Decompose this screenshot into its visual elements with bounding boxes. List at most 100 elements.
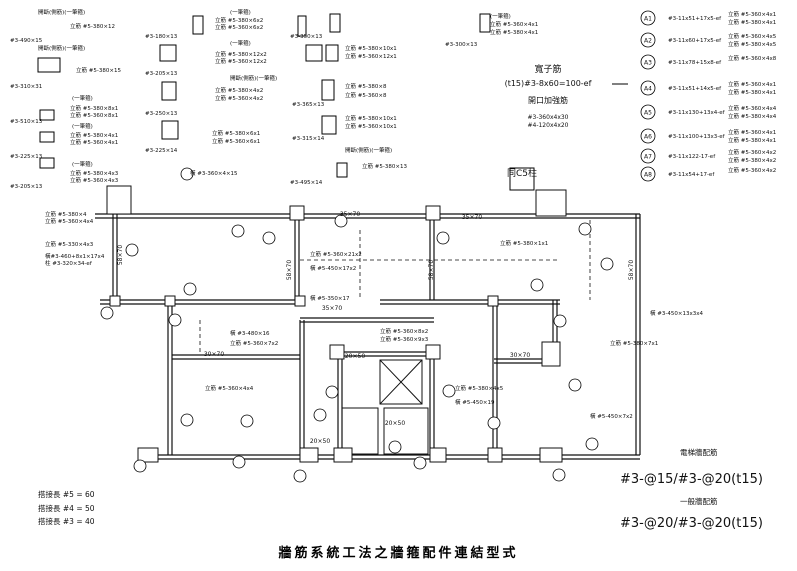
detail-bar: 立筋 #5-380×13 [362,162,407,170]
wall-block-title: 寬子筋 [534,63,561,75]
legend-bar-spec: 立筋 #5-360×4x1 [728,128,776,136]
dim-label: 58×70 [428,260,435,280]
legend-bar-spec: 立筋 #5-380×4x4 [728,112,777,120]
dim-label: 30×70 [510,352,530,359]
legend-bar-spec: 立筋 #5-360×4x2 [728,148,776,156]
detail-spec: #3-225×14 [145,148,178,154]
legend-tag: A8 [644,172,652,179]
detail-bar: 立筋 #5-360×4x2 [215,94,263,102]
detail-bar: 立筋 #5-360×8x1 [70,111,118,119]
plan-note: 立筋 #5-330×4x3 [45,240,94,248]
dim-label: 30×70 [204,351,224,358]
detail-bar: 立筋 #5-360×12x1 [345,52,397,60]
detail-bar: 立筋 #5-380×6x2 [215,16,263,24]
legend-tag: A4 [644,86,652,93]
detail-bar: 立筋 #5-380×8x1 [70,104,118,112]
legend-bar-spec: 立筋 #5-380×4x1 [728,88,776,96]
detail-bar: 立筋 #5-380×12x2 [215,50,267,58]
detail-bar: 立筋 #5-360×4x3 [70,176,119,184]
plan-note: 立筋 #5-380×4 [45,210,87,218]
plan-note: 橫 #3-480×16 [230,329,270,337]
wall-block-l2: #4-120x4x20 [527,122,568,129]
detail-notes: 開斷(側筋)(一筆箍) #3-490×15 立筋 #5-380×12 開斷(側筋… [10,8,538,190]
plan-note: 橫 #3-360×4×15 [190,169,238,177]
dim-label: 35×70 [462,214,482,221]
lap-length-5: 搭接長 #5 = 60 [38,489,95,499]
dim-label: 20×50 [385,420,405,427]
legend-tag-circle [640,166,656,182]
detail-sketches [37,13,491,178]
detail-bar: 立筋 #5-380×12 [70,22,115,30]
detail-spec: #3-250×13 [145,111,178,117]
detail-bar: 立筋 #5-360×6x2 [215,23,263,31]
legend-tag-circle [640,32,656,48]
legend-tag-circle [640,80,656,96]
plan-note: 橫 #5-350×17 [310,294,350,302]
plan-note: 橫 #5-450×7x2 [590,412,633,420]
dim-label: 58×70 [117,245,124,265]
structural-drawing: 寬子筋 (t15)#3-8x60=100-ef 開口加強筋 #3-360x4x3… [10,8,777,531]
legend-bar-spec: 立筋 #5-380×4x1 [728,18,776,26]
legend-tag: A2 [644,38,652,45]
legend-stirrup-spec: #3-11x130+13x4-ef [668,110,726,116]
legend-bar-spec: 立筋 #5-380×4x2 [728,156,776,164]
detail-title: (一筆箍) [230,8,251,16]
legend-stirrup-spec: #3-11x122-17-ef [668,154,716,160]
detail-spec: #3-205×13 [145,71,178,77]
plan-note: 橫 #5-450×17x2 [310,264,356,272]
wall-opening-note: 寬子筋 (t15)#3-8x60=100-ef 開口加強筋 #3-360x4x3… [505,63,628,191]
detail-title: 開斷(側筋)(一筆箍) [38,8,85,16]
legend-bar-spec: 立筋 #5-360×4x1 [728,80,776,88]
legend-tag: A5 [644,110,652,117]
legend-stirrup-spec: #3-11x60+17x5-ef [668,38,722,44]
detail-spec: #3-225×13 [10,154,43,160]
detail-bar: 立筋 #5-380×6x1 [212,129,260,137]
detail-title: (一筆箍) [490,12,511,20]
plan-note: 立筋 #5-360×4x4 [205,384,254,392]
detail-title: (一筆箍) [72,122,93,130]
detail-bar: 立筋 #5-360×8 [345,91,387,99]
plan-rebar-notes: 立筋 #5-380×4 立筋 #5-360×4x4 立筋 #5-330×4x3 … [45,169,703,420]
detail-spec: #3-490×15 [10,38,43,44]
plan-note: 立筋 #5-360×9x3 [380,335,429,343]
legend-tag-circle [640,148,656,164]
dim-label: 58×70 [286,260,293,280]
dim-label: 20×50 [345,353,365,360]
detail-bar: 立筋 #5-360×4x1 [70,138,118,146]
detail-title: (一筆箍) [230,39,251,47]
dim-label: 35×70 [322,305,342,312]
wall-block-spec: (t15)#3-8x60=100-ef [505,79,592,88]
general-wall-spec: #3-@20/#3-@20(t15) [620,516,763,531]
detail-bar: 立筋 #5-380×4x1 [70,131,118,139]
legend-tag-circle [640,10,656,26]
plan-note: 立筋 #5-360×21x2 [310,250,362,258]
detail-bar: 立筋 #5-360×10x1 [345,122,397,130]
lap-length-4: 搭接長 #4 = 50 [38,503,95,513]
plan-note: 柱 #3-320×34-ef [45,259,93,267]
detail-bar: 立筋 #5-380×8 [345,82,387,90]
dim-label: 35×70 [340,211,360,218]
detail-spec: #3-300×13 [445,42,478,48]
lap-length-3: 搭接長 #3 = 40 [38,516,95,526]
dim-label: 20×50 [310,438,330,445]
legend-tag: A3 [644,60,652,67]
detail-bar: 立筋 #5-380×10x1 [345,44,397,52]
detail-spec: #3-205×13 [10,184,43,190]
legend-bar-spec: 立筋 #5-360×4x2 [728,166,776,174]
detail-bar: 立筋 #5-360×6x1 [212,137,260,145]
detail-title: (一筆箍) [72,160,93,168]
legend-tag: A6 [644,134,652,141]
detail-title: 開斷(側筋)(一筆箍) [38,44,85,52]
detail-title: 開斷(側筋)(一筆箍) [345,146,392,154]
detail-spec: #3-315×14 [292,136,325,142]
legend-tag: A1 [644,16,652,23]
legend-bar-spec: 立筋 #5-360×4x8 [728,54,777,62]
detail-spec: #3-180×13 [145,34,178,40]
legend-stirrup-spec: #3-11x54+17-ef [668,172,715,178]
legend-tag-circle [640,128,656,144]
detail-bar: 立筋 #5-380×15 [76,66,121,74]
plan-note: 立筋 #5-380×7x1 [610,339,658,347]
legend-tag-circle [640,104,656,120]
figure-caption: 牆筋系統工法之牆箍配件連結型式 [278,546,519,561]
elevator-wall-title: 電梯牆配筋 [680,447,718,457]
